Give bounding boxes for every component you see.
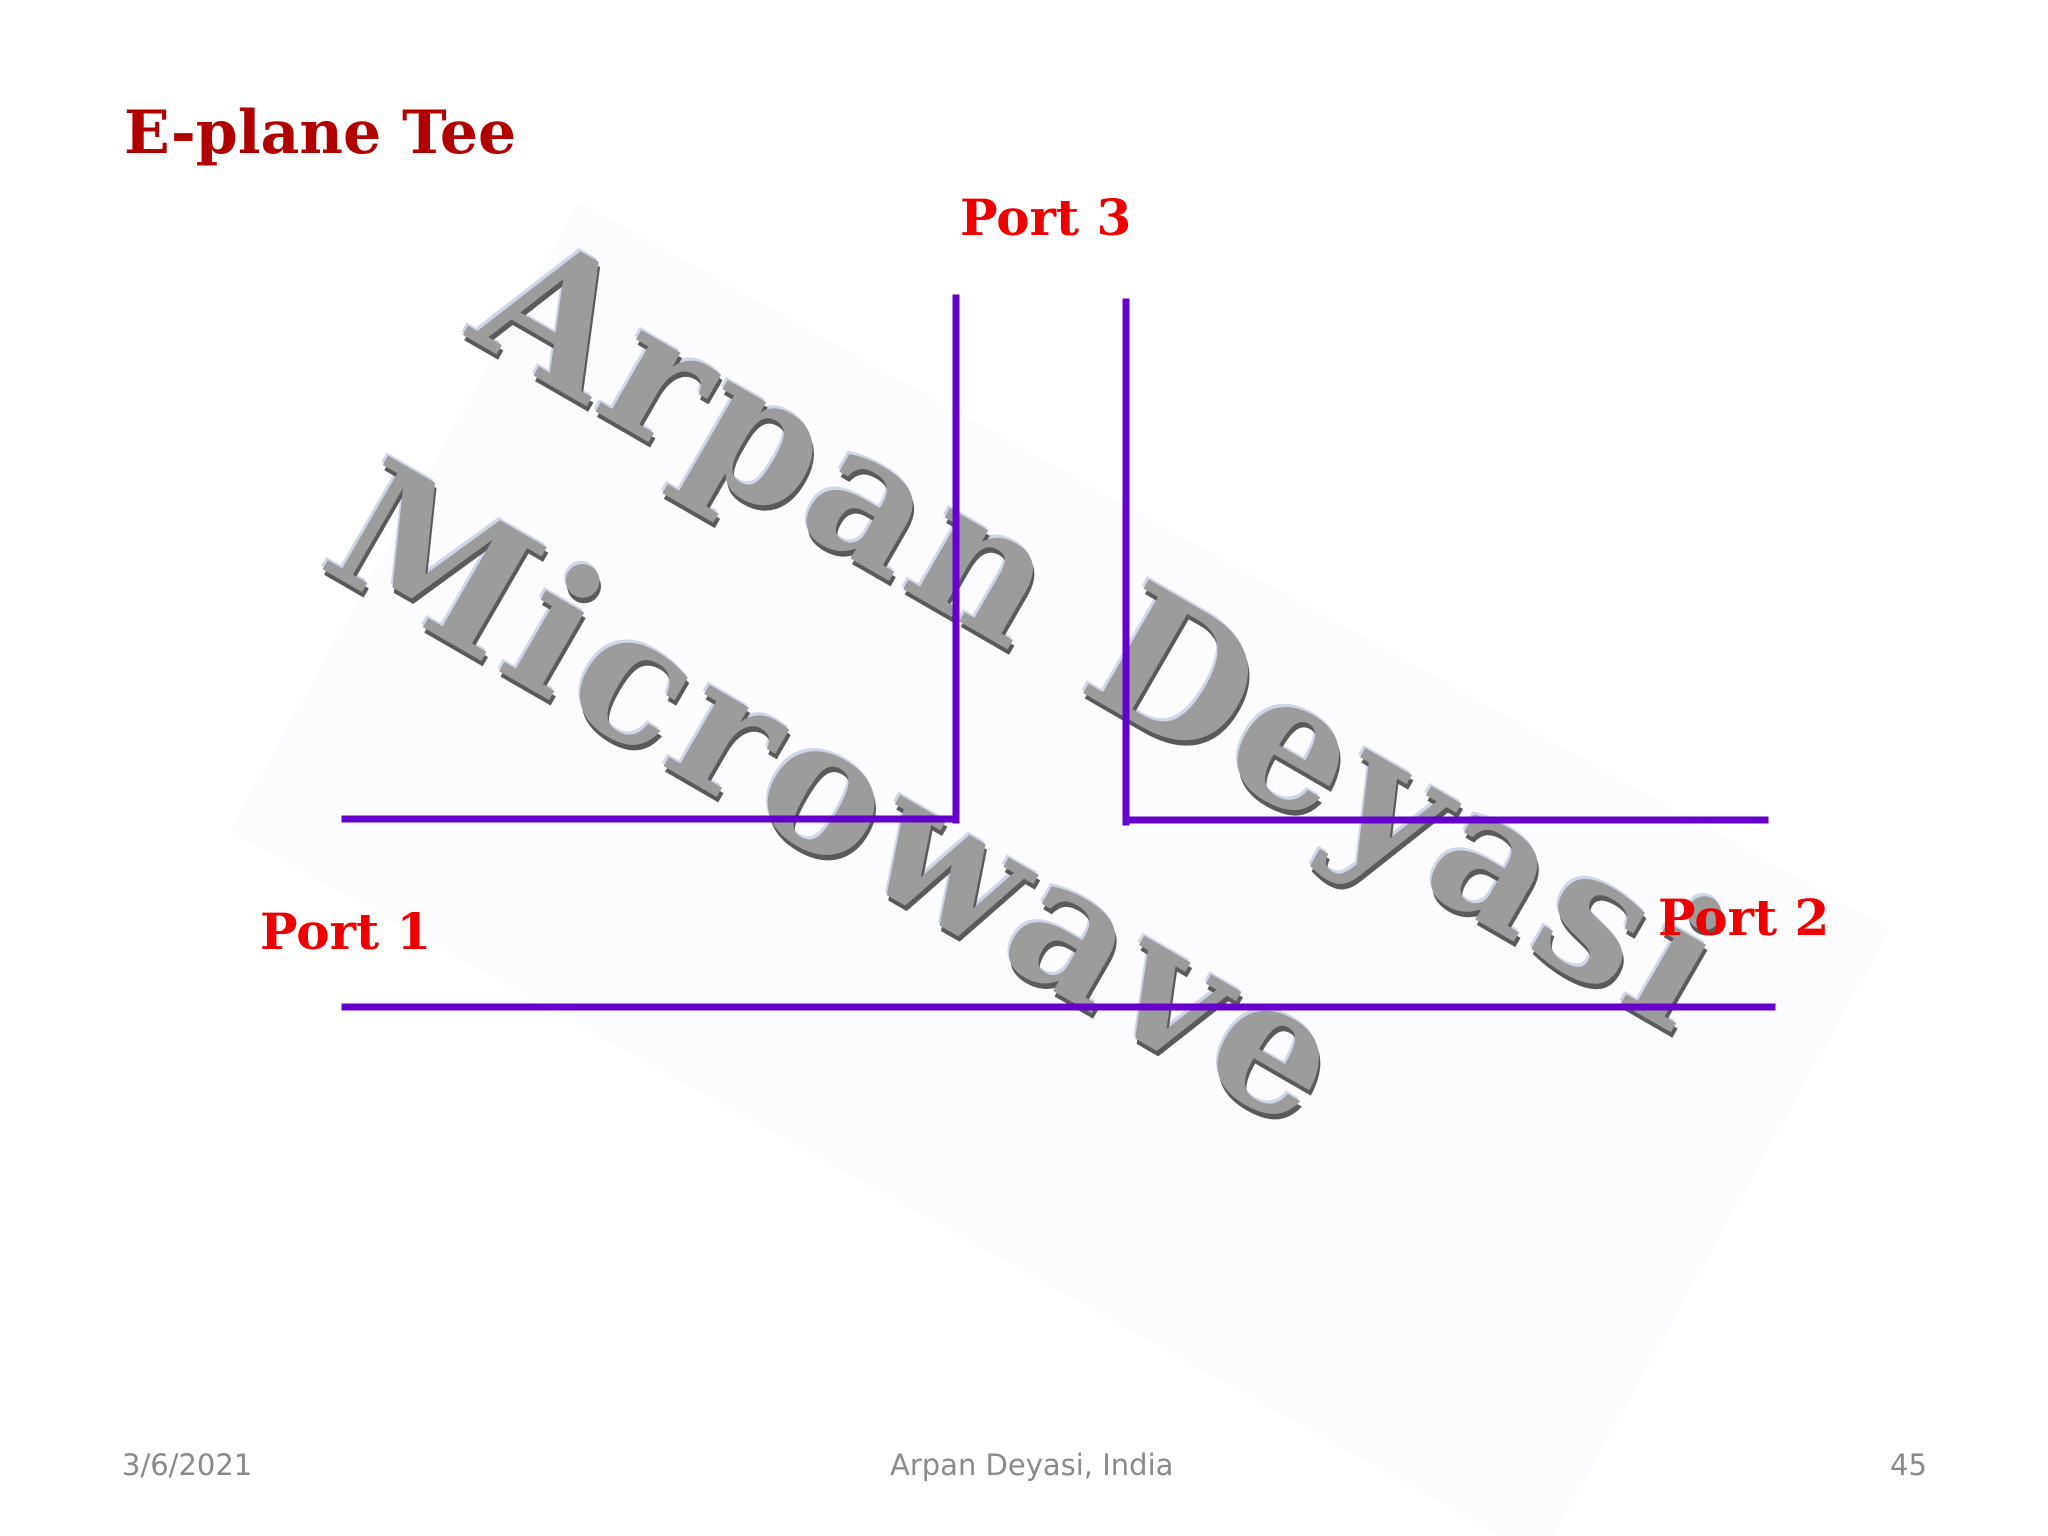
port-3-label: Port 3 xyxy=(960,188,1132,247)
footer-author: Arpan Deyasi, India xyxy=(890,1448,1174,1482)
port-2-label: Port 2 xyxy=(1658,888,1830,947)
footer-page-number: 45 xyxy=(1890,1448,1927,1482)
port-1-label: Port 1 xyxy=(260,902,432,961)
footer-date: 3/6/2021 xyxy=(122,1448,253,1482)
slide-title: E-plane Tee xyxy=(124,98,517,168)
